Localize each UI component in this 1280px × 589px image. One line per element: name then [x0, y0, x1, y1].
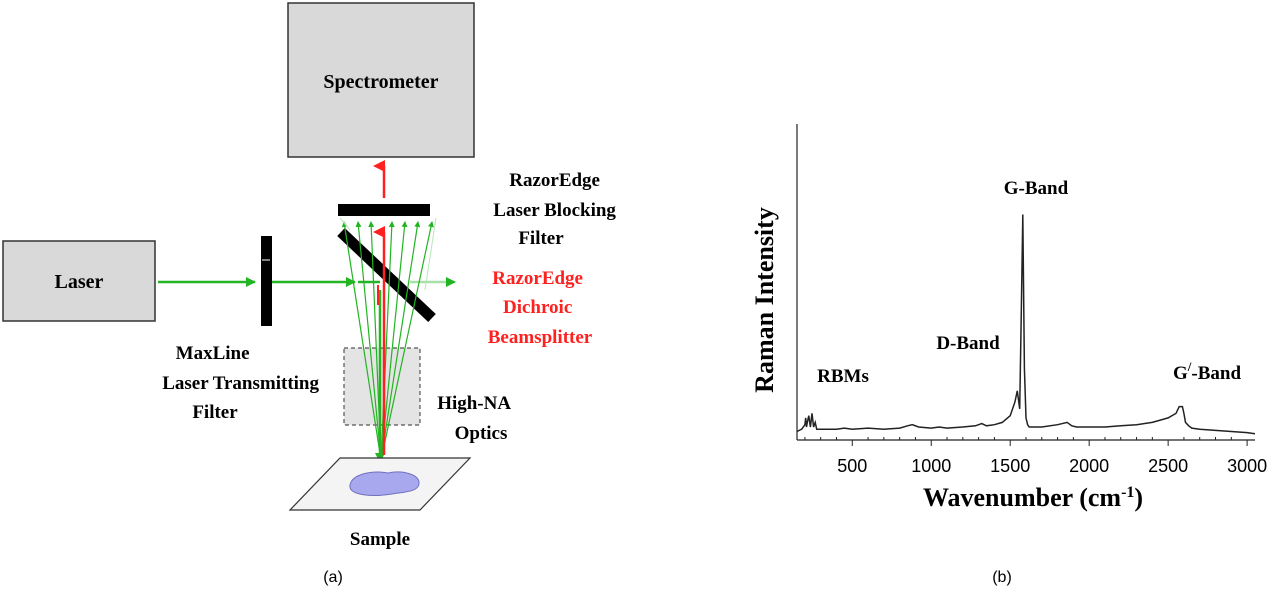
g-prime-g: G — [1173, 363, 1188, 384]
g-prime-mark: / — [1187, 359, 1192, 374]
spectrometer-label: Spectrometer — [323, 71, 438, 93]
blocking-filter-label: RazorEdge Laser Blocking Filter — [493, 170, 620, 249]
laser-label: Laser — [55, 271, 104, 293]
x-axis-label-sup: -1 — [1121, 484, 1134, 501]
spectrum-line — [796, 214, 1256, 435]
annotation-g-prime-band: G/-Band — [1173, 359, 1241, 384]
optical-diagram: Spectrometer Laser — [2, 2, 620, 586]
x-tick-label: 3000 — [1227, 456, 1267, 476]
optics-box — [343, 347, 421, 426]
transmitting-filter-label: MaxLine Laser Transmitting Filter — [162, 343, 324, 423]
x-tick-label: 500 — [837, 456, 867, 476]
sample-blob — [349, 471, 420, 496]
annotation-d-band: D-Band — [936, 333, 1000, 354]
annotation-g-band: G-Band — [1004, 178, 1069, 199]
spectrometer-box — [287, 2, 475, 158]
laser-box — [2, 240, 156, 322]
dichroic-label: RazorEdge Dichroic Beamsplitter — [488, 268, 593, 348]
optics-label: High-NA Optics — [437, 393, 515, 444]
x-tick-label: 1000 — [911, 456, 951, 476]
g-prime-band: -Band — [1191, 363, 1241, 384]
blocking-filter — [338, 204, 430, 216]
transmitting-filter — [261, 236, 272, 326]
x-ticks: 500 1000 1500 2000 2500 3000 — [804, 437, 1267, 476]
green-rays-faint — [339, 217, 437, 291]
caption-a: (a) — [323, 569, 343, 586]
x-axis-label-close: ) — [1134, 483, 1143, 512]
x-tick-label: 1500 — [990, 456, 1030, 476]
x-axis-label: Wavenumber (cm-1) — [923, 483, 1143, 512]
caption-b: (b) — [992, 569, 1012, 586]
x-axis-label-main: Wavenumber (cm — [923, 483, 1121, 512]
sample-label: Sample — [350, 529, 410, 550]
x-tick-label: 2000 — [1069, 456, 1109, 476]
x-tick-label: 2500 — [1148, 456, 1188, 476]
annotation-rbms: RBMs — [817, 366, 869, 387]
y-axis-label: Raman Intensity — [750, 207, 779, 393]
dichroic-beamsplitter — [337, 228, 436, 322]
